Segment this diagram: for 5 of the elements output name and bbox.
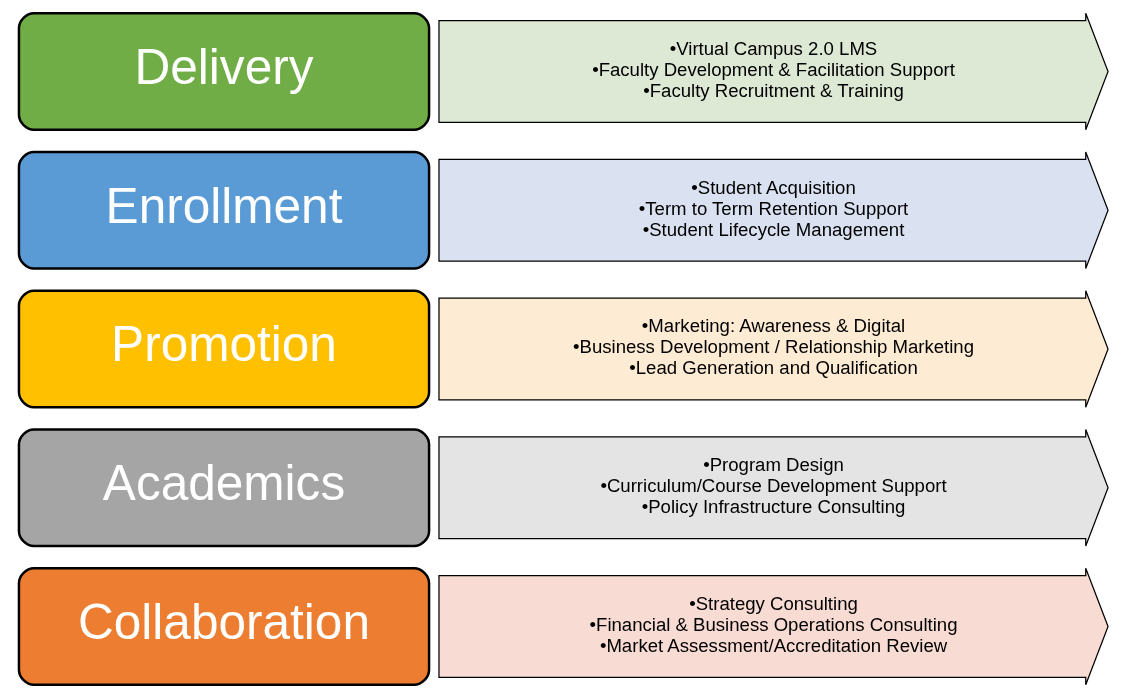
- node-box: Promotion: [17, 289, 430, 409]
- node-box: Enrollment: [17, 150, 430, 270]
- node-box: Academics: [17, 428, 430, 548]
- node-box: Delivery: [17, 12, 430, 131]
- node-box: Collaboration: [17, 567, 430, 686]
